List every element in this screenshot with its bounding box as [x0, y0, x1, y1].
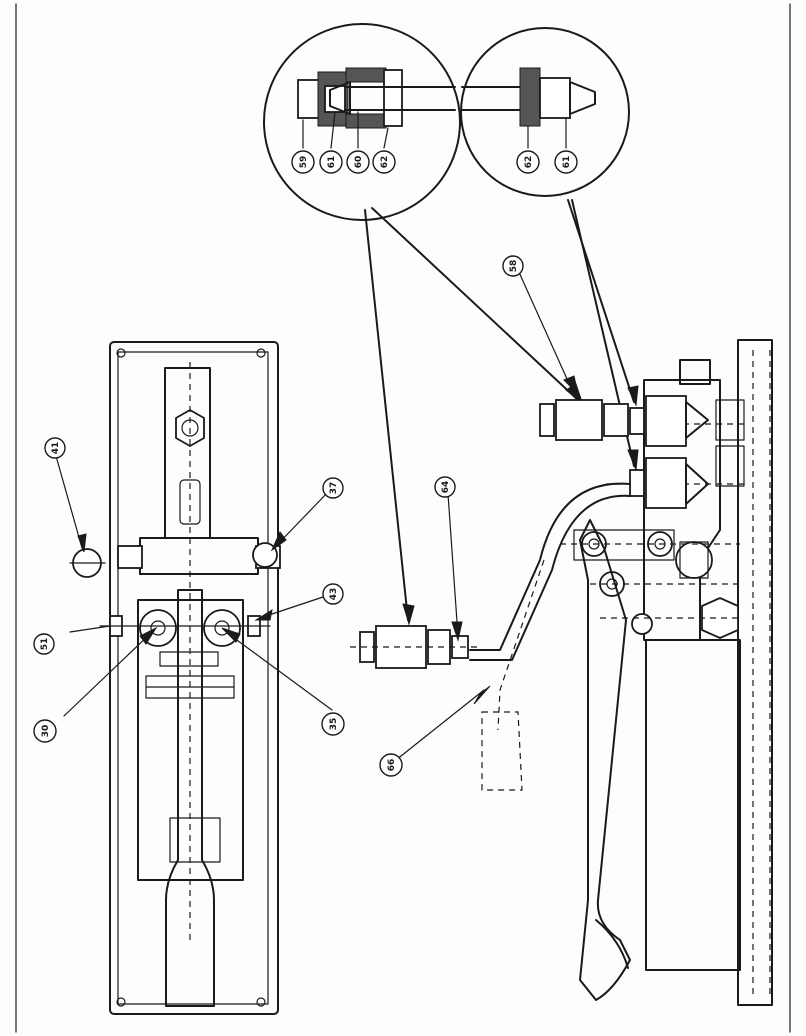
right-view-leaders	[395, 269, 579, 761]
callout-62-left-text: 62	[380, 156, 390, 169]
callout-61-left: 61	[319, 150, 343, 174]
callout-66: 66	[379, 753, 403, 777]
callout-66-text: 66	[387, 759, 397, 772]
callout-61-right: 61	[554, 150, 578, 174]
pump-top-view	[69, 341, 281, 1015]
detail-leader-arrows	[364, 199, 639, 626]
callout-58: 58	[502, 255, 524, 277]
callout-41: 41	[44, 437, 66, 459]
callout-43: 43	[322, 583, 344, 605]
fitting-detail-left	[263, 23, 461, 221]
left-view-leaders	[55, 455, 333, 717]
callout-37-text: 37	[329, 482, 339, 495]
callout-30: 30	[33, 719, 57, 743]
callout-60: 60	[346, 150, 370, 174]
pump-side-view	[350, 339, 773, 1006]
callout-43-text: 43	[329, 588, 339, 601]
callout-58-text: 58	[509, 260, 519, 273]
callout-62-right: 62	[516, 150, 540, 174]
callout-30-text: 30	[41, 725, 51, 738]
callout-51: 51	[33, 633, 55, 655]
callout-62-right-text: 62	[524, 156, 534, 169]
callout-41-text: 41	[51, 442, 61, 455]
callout-64-text: 64	[441, 481, 451, 494]
callout-51-text: 51	[40, 638, 50, 651]
callout-37: 37	[322, 477, 344, 499]
fitting-detail-right	[460, 27, 630, 197]
callout-35-text: 35	[329, 718, 339, 731]
callout-61-right-text: 61	[562, 156, 572, 169]
callout-35: 35	[321, 712, 345, 736]
callout-61-left-text: 61	[327, 156, 337, 169]
callout-59: 59	[291, 150, 315, 174]
callout-64: 64	[434, 476, 456, 498]
callout-59-text: 59	[299, 156, 309, 169]
callout-62-left: 62	[372, 150, 396, 174]
callout-60-text: 60	[354, 156, 364, 169]
